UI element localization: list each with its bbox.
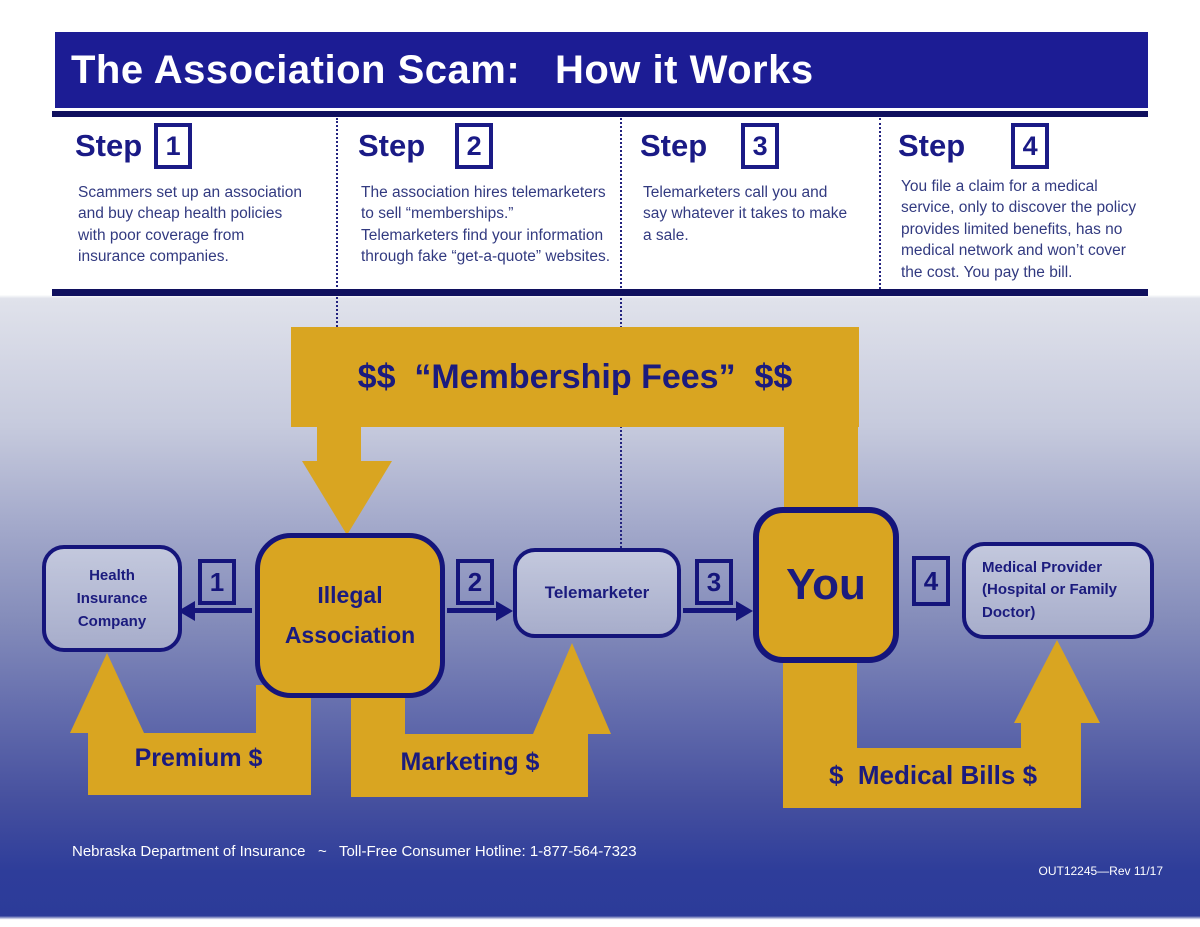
step-3: Step 3 Telemarketers call you and say wh…: [640, 123, 880, 246]
step-4: Step 4 You file a claim for a medical se…: [898, 123, 1152, 283]
medical-bills-label: $ Medical Bills $: [828, 760, 1038, 790]
node-health-insurance-company-label: Health Insurance Company: [76, 566, 148, 631]
footer-hotline-text: Nebraska Department of Insurance ~ Toll-…: [72, 843, 637, 860]
step-1-number-box: 1: [154, 123, 193, 169]
banner-down-arrow-icon: [302, 461, 392, 535]
node-medical-provider-label: Medical Provider (Hospital or Family Doc…: [982, 558, 1118, 621]
step-4-number-box: 4: [1011, 123, 1050, 169]
membership-fees-label: $$ “Membership Fees” $$: [357, 357, 793, 396]
marketing-pipe-bar: [351, 734, 588, 797]
step-3-number-box: 3: [741, 123, 780, 169]
node-you: You: [753, 507, 899, 663]
node-you-label: You: [786, 560, 866, 609]
arrow-2-line: [447, 608, 497, 613]
top-separator-line: [52, 111, 1148, 117]
arrow-3-number-box: 3: [695, 559, 733, 605]
arrow-4-number-box: 4: [912, 556, 950, 606]
step-1: Step 1 Scammers set up an association an…: [75, 123, 337, 268]
title-bar: The Association Scam: How it Works: [55, 32, 1148, 108]
step-3-text: Telemarketers call you and say whatever …: [643, 184, 848, 244]
step-2-label: Step: [358, 128, 426, 163]
steps-bottom-separator-line: [52, 289, 1148, 296]
step-4-text: You file a claim for a medical service, …: [901, 178, 1137, 281]
marketing-up-arrow-icon: [533, 643, 611, 734]
step-3-header: Step 3: [640, 123, 880, 169]
node-illegal-association-label: Illegal Association: [284, 582, 416, 648]
arrow-1-number-box: 1: [198, 559, 236, 605]
arrow-2-number-box: 2: [456, 559, 494, 605]
step-1-header: Step 1: [75, 123, 337, 169]
medical-bills-up-arrow-icon: [1014, 640, 1100, 723]
page-title: The Association Scam: How it Works: [71, 47, 814, 92]
step-2-text: The association hires telemarketers to s…: [361, 184, 610, 266]
node-health-insurance-company: Health Insurance Company: [42, 545, 182, 652]
node-telemarketer-label: Telemarketer: [544, 583, 650, 602]
node-telemarketer: Telemarketer: [513, 548, 681, 638]
step-4-label: Step: [898, 128, 966, 163]
node-medical-provider: Medical Provider (Hospital or Family Doc…: [962, 542, 1154, 639]
arrow-1-line: [194, 608, 252, 613]
step-4-header: Step 4: [898, 123, 1152, 169]
step-2-number-box: 2: [455, 123, 494, 169]
arrow-2-right-head-icon: [496, 601, 513, 621]
premium-pipe-bar: [88, 733, 311, 795]
premium-label: Premium $: [134, 744, 263, 772]
membership-fees-banner: $$ “Membership Fees” $$: [291, 327, 859, 427]
marketing-label: Marketing $: [400, 748, 540, 776]
node-illegal-association: Illegal Association: [255, 533, 445, 698]
medical-bills-pipe-bar: [783, 748, 1081, 808]
step-1-label: Step: [75, 128, 143, 163]
arrow-1-left-head-icon: [178, 601, 195, 621]
banner-down-arrow-stem: [317, 425, 361, 463]
divider-step3-step4: [879, 118, 881, 289]
arrow-3-right-head-icon: [736, 601, 753, 621]
step-3-label: Step: [640, 128, 708, 163]
document-code: OUT12245—Rev 11/17: [1038, 864, 1163, 878]
premium-up-arrow-icon: [70, 653, 144, 733]
medical-bills-pipe-riser: [1021, 718, 1081, 752]
step-2: Step 2 The association hires telemarkete…: [358, 123, 620, 268]
membership-fees-pipe-to-you: [784, 425, 858, 517]
step-2-header: Step 2: [358, 123, 620, 169]
arrow-3-line: [683, 608, 737, 613]
step-1-text: Scammers set up an association and buy c…: [78, 184, 302, 266]
divider-step1-step2: [336, 118, 338, 327]
